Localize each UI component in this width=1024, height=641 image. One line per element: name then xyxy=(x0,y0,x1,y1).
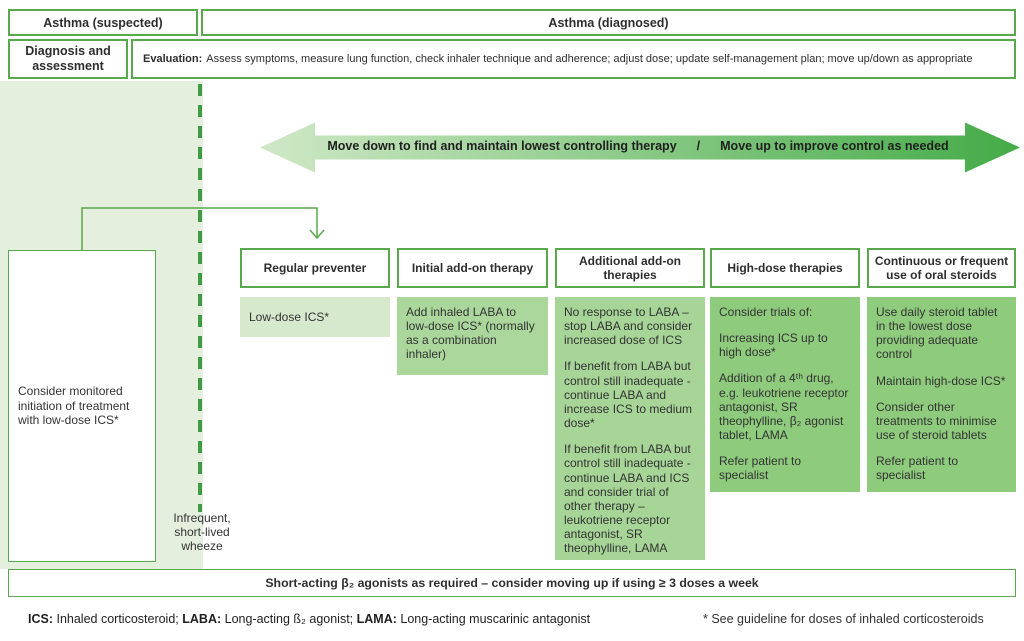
asthma-suspected-box: Asthma (suspected) xyxy=(8,9,198,36)
body-oral-steroids: Use daily steroid tablet in the lowest d… xyxy=(867,297,1016,492)
move-down-text: Move down to find and maintain lowest co… xyxy=(327,139,677,153)
body-additional-add-on: No response to LABA – stop LABA and cons… xyxy=(555,297,705,560)
saba-reliever-bar: Short-acting β₂ agonists as required – c… xyxy=(8,569,1016,597)
header-high-dose-label: High-dose therapies xyxy=(727,260,843,275)
laba-abbrev-label: LABA: xyxy=(182,612,222,626)
header-regular-preventer-label: Regular preventer xyxy=(263,260,367,275)
header-high-dose: High-dose therapies xyxy=(710,248,860,288)
diagnosis-assessment-box: Diagnosis and assessment xyxy=(8,39,128,79)
header-additional-add-on: Additional add-on therapies xyxy=(555,248,705,288)
move-up-down-arrow-icon xyxy=(260,122,1020,173)
regular-preventer-text: Low-dose ICS* xyxy=(249,309,330,324)
oral-steroids-p4: Refer patient to specialist xyxy=(876,454,959,483)
saba-reliever-text: Short-acting β₂ agonists as required – c… xyxy=(265,576,759,590)
oral-steroids-p1: Use daily steroid tablet in the lowest d… xyxy=(876,305,998,362)
high-dose-p3: Addition of a 4ᵗʰ drug, e.g. leukotriene… xyxy=(719,371,849,443)
ics-abbrev-label: ICS: xyxy=(28,612,53,626)
header-initial-add-on-label: Initial add-on therapy xyxy=(411,260,534,275)
header-additional-add-on-label: Additional add-on therapies xyxy=(579,253,681,282)
ics-abbrev-text: Inhaled corticosteroid; xyxy=(53,612,183,626)
high-dose-p4: Refer patient to specialist xyxy=(719,454,802,483)
oral-steroids-p3: Consider other treatments to minimise us… xyxy=(876,399,997,443)
move-up-text: Move up to improve control as needed xyxy=(720,139,949,153)
connector-arrow-icon xyxy=(81,207,325,250)
monitored-initiation-text: Consider monitored initiation of treatme… xyxy=(18,384,130,428)
asthma-suspected-label: Asthma (suspected) xyxy=(43,15,163,30)
additional-add-on-p2: If benefit from LABA but control still i… xyxy=(564,359,693,431)
header-oral-steroids: Continuous or frequent use of oral stero… xyxy=(867,248,1016,288)
additional-add-on-p3: If benefit from LABA but control still i… xyxy=(564,442,691,556)
abbreviations-footnote: ICS: Inhaled corticosteroid; LABA: Long-… xyxy=(28,612,590,626)
asthma-diagnosed-label: Asthma (diagnosed) xyxy=(548,15,669,30)
header-regular-preventer: Regular preventer xyxy=(240,248,390,288)
move-arrow-caption: Move down to find and maintain lowest co… xyxy=(252,113,1024,179)
additional-add-on-p1: No response to LABA – stop LABA and cons… xyxy=(564,305,693,348)
evaluation-box: Evaluation: Assess symptoms, measure lun… xyxy=(131,39,1016,79)
body-high-dose: Consider trials of: Increasing ICS up to… xyxy=(710,297,860,492)
oral-steroids-p2: Maintain high-dose ICS* xyxy=(876,373,1006,388)
arrow-separator: / xyxy=(696,139,701,153)
asthma-diagnosed-box: Asthma (diagnosed) xyxy=(201,9,1016,36)
suspected-diagnosed-dashed-divider xyxy=(198,84,202,512)
evaluation-text: Assess symptoms, measure lung function, … xyxy=(206,53,973,65)
body-initial-add-on: Add inhaled LABA to low-dose ICS* (norma… xyxy=(397,297,548,375)
dose-guideline-footnote: * See guideline for doses of inhaled cor… xyxy=(703,612,984,626)
header-oral-steroids-label: Continuous or frequent use of oral stero… xyxy=(874,253,1009,282)
high-dose-p1: Consider trials of: xyxy=(719,305,813,319)
initial-add-on-text: Add inhaled LABA to low-dose ICS* (norma… xyxy=(406,305,535,362)
header-initial-add-on: Initial add-on therapy xyxy=(397,248,548,288)
diagnosis-assessment-label: Diagnosis and assessment xyxy=(25,44,111,73)
high-dose-p2: Increasing ICS up to high dose* xyxy=(719,331,828,360)
lama-abbrev-text: Long-acting muscarinic antagonist xyxy=(396,612,591,626)
body-regular-preventer: Low-dose ICS* xyxy=(240,297,390,337)
laba-abbrev-text: Long-acting ß₂ agonist; xyxy=(221,612,357,626)
infrequent-wheeze-label: Infrequent, short-lived wheeze xyxy=(173,511,231,554)
lama-abbrev-label: LAMA: xyxy=(356,612,397,626)
evaluation-label: Evaluation: xyxy=(143,53,203,65)
monitored-initiation-box: Consider monitored initiation of treatme… xyxy=(8,250,156,562)
